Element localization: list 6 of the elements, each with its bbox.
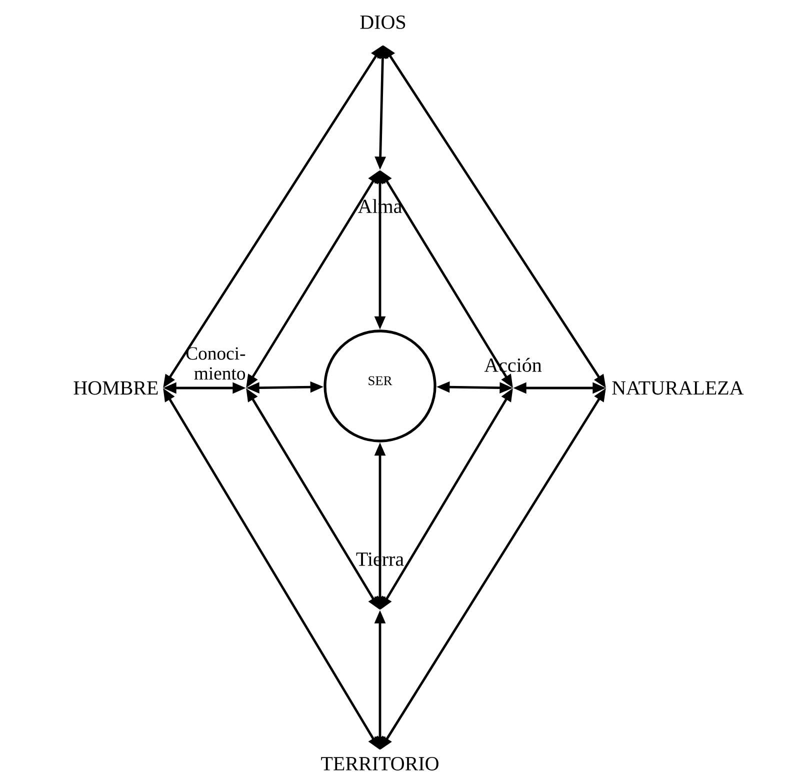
- concept-label: TERRITORIO: [321, 757, 438, 770]
- concept-label: DIOS: [360, 16, 406, 29]
- concept-label: Conoci- miento: [186, 347, 246, 380]
- concept-label: NATURALEZA: [612, 381, 744, 395]
- circle-node: SER: [324, 330, 436, 442]
- concept-label: HOMBRE: [74, 381, 158, 395]
